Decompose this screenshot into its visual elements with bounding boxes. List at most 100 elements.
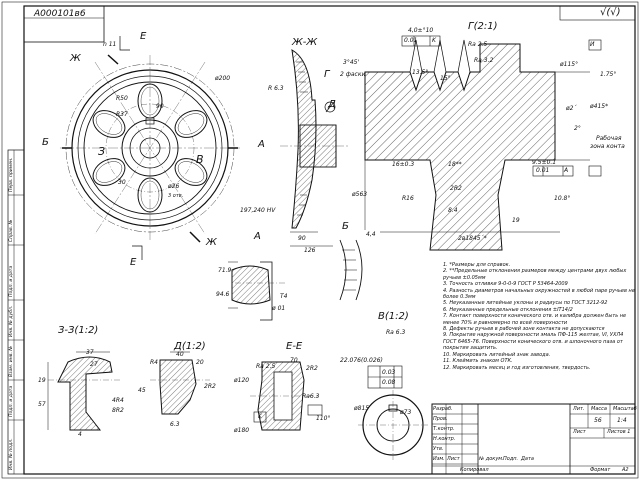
g-2r2: 2R2 [450, 185, 462, 192]
side-strip [7, 149, 25, 475]
label-90: 90 [298, 235, 306, 242]
label-holes: 3 отв. [168, 193, 184, 199]
v-tol2: 0.08 [382, 379, 396, 386]
view-title-zh: Ж-Ж [292, 37, 318, 48]
g-ra25: Ra 2.5 [468, 41, 488, 48]
label-126: 126 [304, 247, 316, 254]
note-8: 8. Дефекты ручьев в рабочей зоне контакт… [443, 326, 605, 333]
g-135: 13.5° [412, 69, 429, 76]
note-7: 7. Контакт поверхности конического отв. … [443, 313, 627, 326]
g-ra32: Ra 3.2 [474, 57, 494, 64]
wheel-front-view [60, 36, 240, 260]
g-faces: 2 фаски [340, 71, 366, 78]
a-t4: T4 [280, 293, 288, 300]
g-tol-k: K [432, 37, 436, 44]
ee-ra25: Ra 2.5 [256, 363, 276, 370]
tb-utv: Утв. [433, 446, 444, 452]
tb-razrab: Разраб. [433, 406, 453, 412]
g-work: Рабочая [596, 135, 622, 142]
a-719: 71.9 [218, 267, 232, 274]
label-r37: R37 [116, 111, 128, 118]
a-d01: ø 01 [272, 305, 286, 312]
tb-format-val: A2 [622, 467, 629, 473]
g-345: 3°45' [343, 59, 360, 66]
technical-notes: 1. *Размеры для справок. 2. **Предельные… [443, 262, 635, 371]
note-12: 12. Маркировать месяц и год изготовления… [443, 364, 591, 371]
g-16: 16±0.3 [392, 161, 415, 168]
strip-label-6: Подп. и дата [9, 385, 14, 417]
z3-8r2: 8R2 [112, 407, 124, 414]
ee-2r2: 2R2 [306, 365, 318, 372]
ee-ra63: Ra6.3 [302, 393, 320, 400]
g-tol2: 0.01 [536, 167, 550, 174]
g-dim-bottom: 2в1845´* [458, 235, 487, 242]
tb-sheet: Лист [573, 429, 586, 435]
label-g-callout: Г [324, 69, 330, 80]
tb-prov: Пров. [433, 416, 448, 422]
g-r16: R16 [402, 195, 414, 202]
ee-70: 70 [290, 357, 298, 364]
z3-4r4: 4R4 [112, 397, 124, 404]
g-19: 19 [512, 217, 520, 224]
v-tol1: 0.03 [382, 369, 396, 376]
d-40: 40 [176, 351, 184, 358]
d-2r2: 2R2 [204, 383, 216, 390]
code-box [23, 5, 105, 43]
note-9: 9. Покрытие наружной поверхности эмаль П… [443, 332, 624, 352]
tb-lit: Лит. [573, 406, 585, 412]
tb-copied: Копировал [460, 467, 489, 473]
roughness-symbol: √(√) [600, 7, 621, 18]
strip-label-2: Справ. № [9, 219, 14, 242]
v-d815: ø815 [354, 405, 370, 412]
note-2: 2. **Предельные отклонения размеров межд… [443, 268, 627, 281]
view-title-v: В(1:2) [378, 311, 409, 322]
tb-sign: Подп. [503, 456, 519, 462]
g-15: 15° [440, 75, 451, 82]
tb-doc: № докум. [479, 456, 504, 462]
strip-label-5: Взам. инв. № [9, 345, 14, 377]
detail-v-view [358, 365, 428, 460]
view-title-ee: Е-Е [286, 341, 303, 352]
g-2: 2° [574, 125, 581, 132]
detail-g-view [364, 35, 602, 251]
label-d-callout: Д [328, 99, 336, 110]
strip-label-4: Инв. № дубл. [9, 305, 14, 337]
note-11: 11. Клеймить знаком ОТК. [443, 358, 513, 365]
strip-label-7: Инв. № подл. [9, 438, 14, 470]
g-1155: ø115° [560, 61, 579, 68]
tb-list: Лист [447, 456, 460, 462]
g-95: 9.5±0.1 [532, 159, 557, 166]
note-4: 4. Разность диаметров начальных окружнос… [443, 287, 635, 301]
label-d200: ø200 [215, 75, 231, 82]
d-45: 45 [138, 387, 146, 394]
section-ee-view [250, 361, 323, 431]
g-175: 1.75° [600, 71, 617, 78]
strip-label-1: Перв. примен. [9, 157, 14, 193]
label-z: З [98, 145, 106, 158]
tb-sheets: Листов 1 [607, 429, 631, 435]
g-d4: ø415* [590, 103, 609, 110]
z3-4: 4 [78, 431, 82, 438]
label-n11: n 11 [103, 41, 117, 48]
tb-date: Дата [521, 456, 534, 462]
d-20: 20 [196, 359, 204, 366]
detail-d-view [150, 351, 210, 415]
label-e-bottom: Е [130, 257, 137, 268]
label-zh-bottom: Ж [206, 237, 217, 248]
tb-format: Формат [590, 467, 611, 473]
z3-57: 57 [38, 401, 46, 408]
view-title-b: Б [342, 221, 349, 232]
roughness-box [559, 5, 636, 21]
note-6: 6. Неуказанные предельные отклонения ±IT… [443, 306, 573, 313]
section-z3-view [47, 351, 120, 431]
g-108: 10.8° [554, 195, 571, 202]
note-3: 3. Точность отливки 9-0-0-9 ГОСТ Р 53464… [443, 281, 568, 288]
tb-mass: Масса [591, 406, 607, 412]
note-5: 5. Неуказанные литейные уклоны и радиусы… [443, 300, 608, 307]
a-946: 94.6 [216, 291, 230, 298]
g-d2: ø2´ [566, 105, 577, 112]
tb-izm: Изм. [433, 456, 445, 462]
g-tol-i: И [590, 41, 595, 48]
ee-d120: ø120 [234, 377, 250, 384]
